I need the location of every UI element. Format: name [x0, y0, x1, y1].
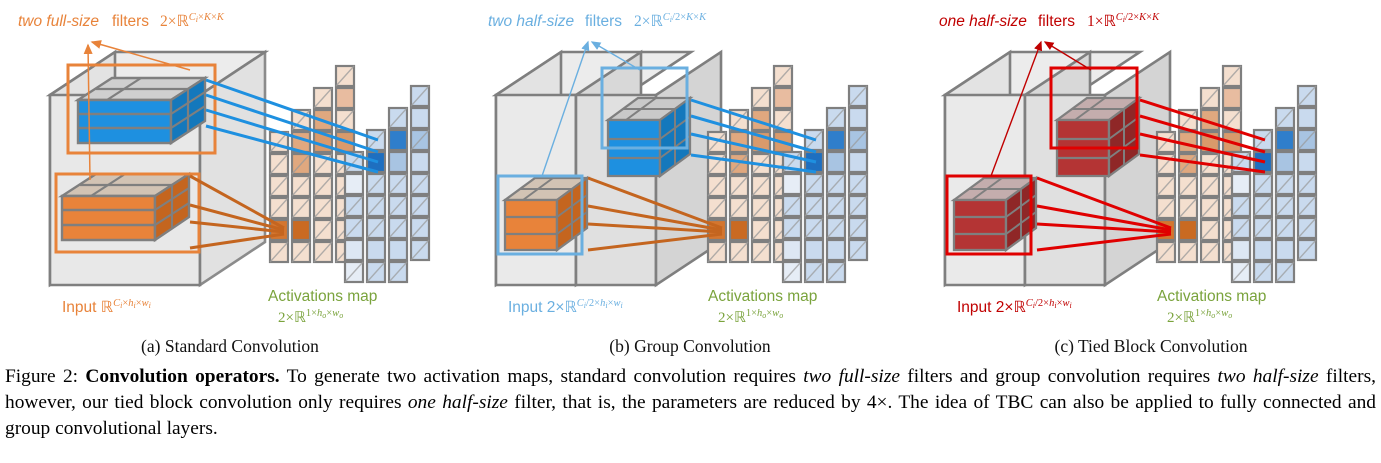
panel-group-convolution: two half-size filters 2×ℝCi/2×K×K	[460, 0, 920, 335]
connection-lines-blue	[690, 98, 817, 174]
diagram-standard-convolution: two full-size filters 2×ℝCi×K×K	[18, 12, 431, 326]
panel-b-activation-label-line2: 2×ℝ1×ho×wo	[718, 308, 783, 326]
filter-highlight-box-upper	[600, 66, 689, 150]
activation-map-blue	[343, 84, 431, 284]
panel-b-activation-label-line1: Activations map	[708, 288, 817, 305]
panel-c-activation-label-line1: Activations map	[1157, 288, 1266, 305]
panel-c-activation-label-line2: 2×ℝ1×ho×wo	[1167, 308, 1232, 326]
label-pointer-lines	[541, 40, 641, 177]
filter-block-blue	[73, 75, 210, 146]
label-pointer-lines	[83, 40, 191, 181]
connection-lines-orange	[189, 174, 285, 250]
caption-body-2: filters and group convolution requires	[899, 366, 1218, 387]
subcaption-a: (a) Standard Convolution	[141, 336, 319, 356]
connection-lines-red-upper	[1139, 98, 1266, 174]
filter-highlight-box-lower	[945, 174, 1033, 256]
filter-block-blue	[604, 95, 694, 179]
diagram-group-convolution: two half-size filters 2×ℝCi/2×K×K	[488, 12, 869, 326]
figure-number: Figure 2:	[5, 366, 79, 387]
panel-a-top-label-emph: two full-size	[18, 13, 99, 30]
activation-map-orange	[268, 58, 356, 272]
panel-c-input-label: Input 2×ℝCi/2×hi×wi	[957, 298, 1072, 316]
panel-c-top-label-math: 1×ℝCi/2×K×K	[1087, 12, 1160, 30]
panel-b-top-label-emph: two half-size	[488, 13, 575, 30]
figure-caption: Figure 2: Convolution operators. To gene…	[5, 364, 1376, 441]
diagram-tied-block-convolution: one half-size filters 1×ℝCi/2×K×K	[939, 12, 1318, 326]
filter-block-red-lower	[950, 175, 1040, 253]
filter-block-orange	[57, 171, 194, 243]
caption-italic-2: two half-size	[1217, 366, 1319, 387]
subcaption-b: (b) Group Convolution	[609, 336, 771, 356]
connection-lines-orange	[587, 176, 723, 252]
panel-tied-block-convolution: one half-size filters 1×ℝCi/2×K×K	[921, 0, 1381, 335]
connection-lines-red-lower	[1036, 176, 1172, 252]
filter-highlight-box-upper	[1049, 66, 1139, 150]
filter-block-orange	[501, 175, 591, 253]
panel-a-activation-label-line2: 2×ℝ1×ho×wo	[278, 308, 343, 326]
caption-body-3: filters, however, our tied block convolu…	[5, 366, 1376, 413]
activation-map-blue	[781, 84, 869, 284]
panel-a-activation-label-line1: Activations map	[268, 288, 377, 305]
filter-block-red-upper	[1053, 95, 1143, 179]
caption-italic-1: two full-size	[803, 366, 900, 387]
panel-a-top-label-rest: filters	[112, 13, 149, 30]
panel-a-input-label: Input ℝCi×hi×wi	[62, 298, 151, 316]
caption-body-4: filter, that is, the parameters are redu…	[5, 391, 1376, 439]
panel-b-top-label-math: 2×ℝCi/2×K×K	[634, 12, 707, 30]
panel-standard-convolution: two full-size filters 2×ℝCi×K×K	[0, 0, 460, 335]
panel-c-top-label-rest: filters	[1038, 13, 1075, 30]
panel-c-top-label-emph: one half-size	[939, 13, 1027, 30]
filter-highlight-box-upper	[66, 63, 217, 155]
subcaption-c: (c) Tied Block Convolution	[1054, 336, 1248, 356]
panel-a-top-label-math: 2×ℝCi×K×K	[160, 12, 225, 30]
filter-highlight-box-lower	[54, 172, 201, 254]
panel-b-input-label: Input 2×ℝCi/2×hi×wi	[508, 298, 623, 316]
connection-lines-blue	[205, 78, 379, 174]
caption-italic-3: one half-size	[407, 391, 508, 413]
filter-highlight-box-lower	[496, 174, 584, 256]
label-pointer-lines	[990, 40, 1092, 177]
caption-body-1: To generate two activation maps, standar…	[279, 366, 804, 387]
activation-map-blue	[1230, 84, 1318, 284]
figure-bold-title: Convolution operators.	[85, 366, 280, 387]
panel-b-top-label-rest: filters	[585, 13, 622, 30]
